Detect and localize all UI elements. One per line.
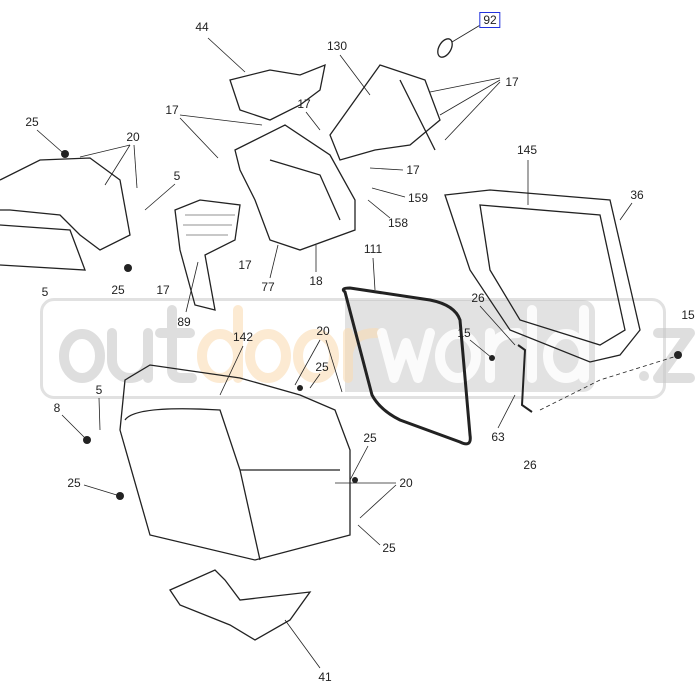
callout[interactable]: 17 xyxy=(238,258,252,272)
watermark-word-1 xyxy=(59,305,197,383)
callout[interactable]: 77 xyxy=(261,280,275,294)
callout[interactable]: 17 xyxy=(406,163,420,177)
callout[interactable]: 17 xyxy=(156,283,170,297)
callout[interactable]: 8 xyxy=(53,401,61,415)
part-130 xyxy=(329,64,441,161)
callout[interactable]: 18 xyxy=(309,274,323,288)
part-142 xyxy=(119,364,351,561)
callout[interactable]: 26 xyxy=(471,291,485,305)
part-89 xyxy=(174,199,241,311)
callout[interactable]: 159 xyxy=(407,191,429,205)
part-77 xyxy=(234,124,356,251)
watermark-word-4 xyxy=(639,328,695,383)
part-44 xyxy=(229,63,326,121)
callout[interactable]: 17 xyxy=(165,103,179,117)
callout[interactable]: 25 xyxy=(315,360,329,374)
callout[interactable]: 17 xyxy=(505,75,519,89)
watermark-glyph xyxy=(485,328,523,383)
watermark-glyph xyxy=(293,329,339,383)
callout[interactable]: 25 xyxy=(382,541,396,555)
watermark-glyph xyxy=(245,329,291,383)
callout[interactable]: 41 xyxy=(318,670,332,684)
watermark-glyph xyxy=(155,305,197,383)
watermark-glyph xyxy=(377,328,435,383)
watermark-glyph xyxy=(653,328,695,383)
part-145 xyxy=(444,189,641,363)
callout[interactable]: 63 xyxy=(491,430,505,444)
callout-92-highlighted[interactable]: 92 xyxy=(479,12,501,28)
callout[interactable]: 15 xyxy=(457,326,471,340)
callout[interactable]: 26 xyxy=(523,458,537,472)
callout[interactable]: 20 xyxy=(316,324,330,338)
callout[interactable]: 130 xyxy=(326,39,348,53)
callout[interactable]: 5 xyxy=(41,285,49,299)
callout[interactable]: 5 xyxy=(173,169,181,183)
watermark-glyph xyxy=(543,305,589,383)
watermark-glyph xyxy=(107,328,153,383)
callout[interactable]: 145 xyxy=(516,143,538,157)
part-111-seal xyxy=(341,286,472,446)
part-41 xyxy=(169,569,312,641)
callout[interactable]: 111 xyxy=(363,242,383,256)
callout[interactable]: 36 xyxy=(630,188,644,202)
callout[interactable]: 142 xyxy=(232,330,254,344)
watermark-glyph xyxy=(435,329,481,383)
part-left-panel xyxy=(0,157,131,251)
callout[interactable]: 25 xyxy=(25,115,39,129)
watermark-word-3 xyxy=(377,305,589,383)
callout[interactable]: 158 xyxy=(387,216,409,230)
watermark-glyph xyxy=(59,329,105,383)
callout[interactable]: 25 xyxy=(67,476,81,490)
callout[interactable]: 44 xyxy=(195,20,209,34)
callout[interactable]: 17 xyxy=(297,97,311,111)
watermark-frame xyxy=(40,298,666,399)
fasteners xyxy=(61,150,682,500)
callout[interactable]: 25 xyxy=(111,283,125,297)
callout[interactable]: 15 xyxy=(681,308,695,322)
callout[interactable]: 20 xyxy=(399,476,413,490)
callout[interactable]: 20 xyxy=(126,130,140,144)
part-92-ring xyxy=(437,38,453,58)
callout[interactable]: 5 xyxy=(95,383,103,397)
callout[interactable]: 89 xyxy=(177,315,191,329)
part-63 xyxy=(517,344,533,413)
callout[interactable]: 25 xyxy=(363,431,377,445)
